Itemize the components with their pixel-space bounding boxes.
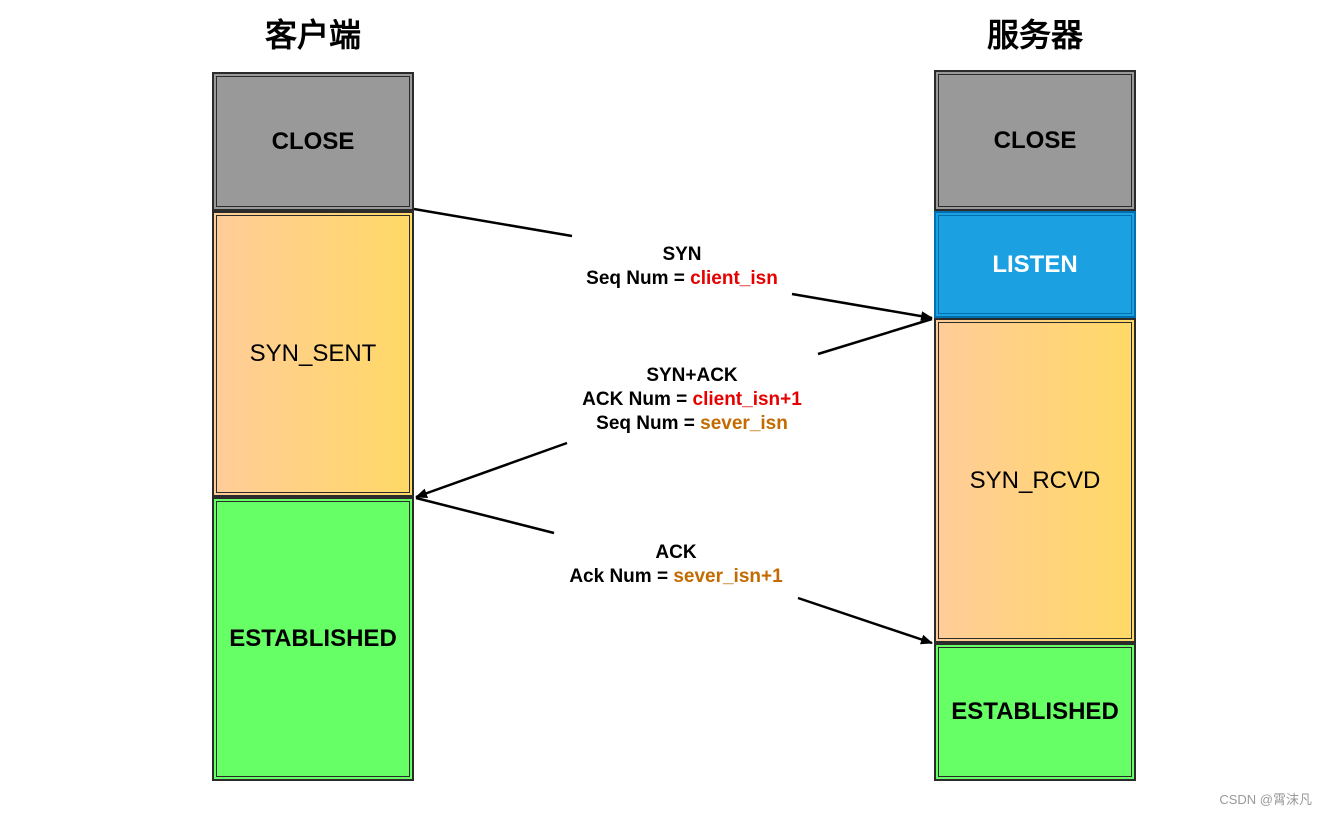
synack-arrow-segment-1: [817, 317, 933, 356]
ack-ack-line: Ack Num = sever_isn+1: [546, 565, 806, 589]
synack-seq-line: Seq Num = sever_isn: [552, 412, 832, 436]
syn-message-title: SYN: [662, 244, 702, 265]
synack-arrow-segment-2: [415, 441, 568, 499]
syn-arrow-segment-1: [413, 207, 573, 238]
synack-seq-label: Seq Num =: [596, 413, 701, 434]
server-state-close-label: CLOSE: [993, 126, 1077, 154]
client-state-close-label: CLOSE: [271, 127, 355, 155]
synack-seq-value: sever_isn: [700, 413, 788, 434]
client-state-established-label: ESTABLISHED: [229, 625, 397, 652]
server-state-listen: LISTEN: [934, 211, 1136, 318]
ack-arrow-segment-1: [415, 496, 555, 535]
watermark: CSDN @霄沫凡: [1219, 792, 1312, 807]
ack-arrow-segment-2: [797, 596, 933, 645]
client-state-close: CLOSE: [212, 72, 414, 211]
client-title: 客户端: [264, 16, 361, 54]
synack-message-title: SYN+ACK: [646, 365, 738, 386]
server-title: 服务器: [986, 16, 1083, 54]
server-state-syn-rcvd-label: SYN_RCVD: [969, 466, 1101, 494]
syn-arrow-segment-2: [791, 292, 933, 322]
server-state-listen-label: LISTEN: [992, 250, 1078, 278]
server-state-established-label: ESTABLISHED: [951, 698, 1119, 725]
syn-seq-line: Seq Num = client_isn: [552, 267, 812, 291]
syn-message: SYN Seq Num = client_isn: [552, 243, 812, 291]
synack-ack-label: ACK Num =: [582, 389, 693, 410]
synack-ack-value: client_isn+1: [692, 389, 802, 410]
syn-seq-value: client_isn: [690, 268, 778, 289]
synack-message: SYN+ACK ACK Num = client_isn+1 Seq Num =…: [552, 364, 832, 436]
server-state-close: CLOSE: [934, 70, 1136, 211]
ack-ack-label: Ack Num =: [569, 566, 674, 587]
ack-ack-value: sever_isn+1: [673, 566, 783, 587]
server-state-established: ESTABLISHED: [934, 643, 1136, 781]
ack-message: ACK Ack Num = sever_isn+1: [546, 541, 806, 589]
syn-seq-label: Seq Num =: [586, 268, 691, 289]
synack-ack-line: ACK Num = client_isn+1: [552, 388, 832, 412]
server-state-syn-rcvd: SYN_RCVD: [934, 318, 1136, 643]
client-state-syn-sent-label: SYN_SENT: [249, 340, 377, 367]
ack-message-title: ACK: [655, 542, 697, 563]
client-state-established: ESTABLISHED: [212, 497, 414, 781]
client-state-syn-sent: SYN_SENT: [212, 211, 414, 497]
